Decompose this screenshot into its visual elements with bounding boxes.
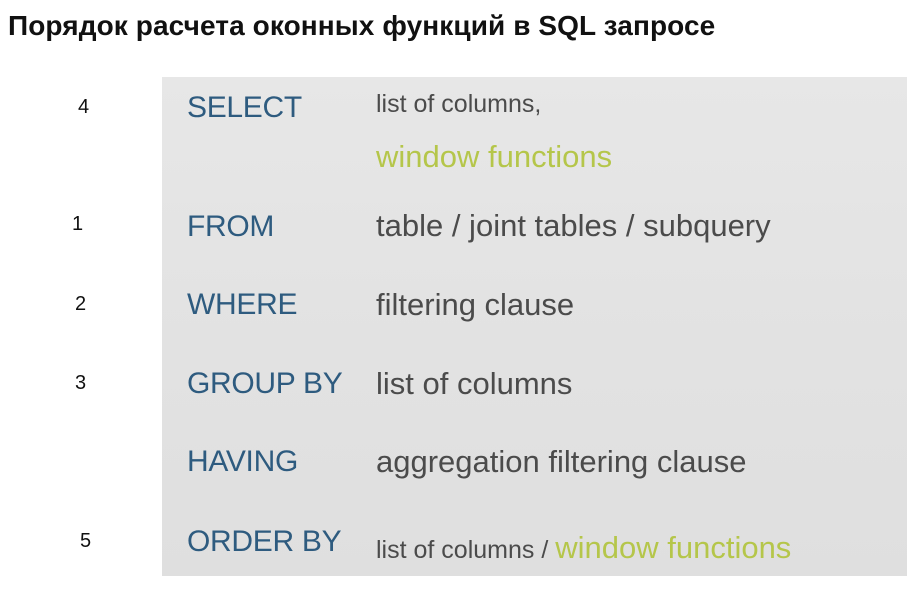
description-where: filtering clause xyxy=(376,287,575,322)
keyword-where: WHERE xyxy=(187,288,298,321)
sql-order-panel xyxy=(162,77,907,576)
description-from: table / joint tables / subquery xyxy=(376,208,771,243)
keyword-having: HAVING xyxy=(187,445,298,478)
highlight-window-functions-order-by: window functions xyxy=(555,530,792,565)
keyword-order-by: ORDER BY xyxy=(187,525,342,558)
keyword-group-by: GROUP BY xyxy=(187,367,343,400)
keyword-select: SELECT xyxy=(187,91,302,124)
keyword-from: FROM xyxy=(187,210,275,243)
description-group-by: list of columns xyxy=(376,366,573,401)
step-number-order-by: 5 xyxy=(80,530,92,552)
page-title: Порядок расчета оконных функций в SQL за… xyxy=(8,10,716,41)
step-number-from: 1 xyxy=(72,213,84,235)
description-having: aggregation filtering clause xyxy=(376,444,747,479)
description-select: list of columns, xyxy=(376,90,542,118)
step-number-where: 2 xyxy=(75,293,87,315)
step-number-group-by: 3 xyxy=(75,372,87,394)
step-number-select: 4 xyxy=(78,96,90,118)
highlight-window-functions-select: window functions xyxy=(376,139,613,174)
description-order-by-text: list of columns / xyxy=(376,536,556,564)
description-order-by: list of columns / window functions xyxy=(376,530,791,566)
